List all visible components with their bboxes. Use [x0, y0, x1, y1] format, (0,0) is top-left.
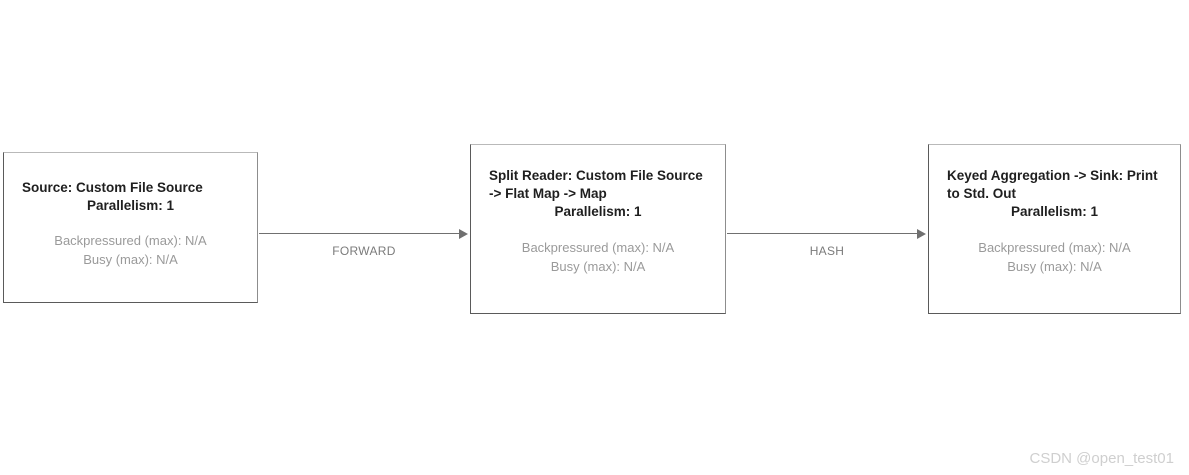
node-title: Split Reader: Custom File Source -> Flat…: [489, 168, 703, 201]
node-busy-metric: Busy (max): N/A: [1007, 259, 1102, 274]
node-parallelism: Parallelism: 1: [1010, 204, 1099, 219]
node-metrics: Backpressured (max): N/A Busy (max): N/A: [22, 231, 239, 269]
node-backpressured-metric: Backpressured (max): N/A: [54, 233, 207, 248]
node-title: Source: Custom File Source: [22, 180, 203, 195]
edge-line: [259, 233, 459, 234]
node-metrics: Backpressured (max): N/A Busy (max): N/A: [947, 238, 1162, 276]
node-busy-metric: Busy (max): N/A: [550, 259, 646, 274]
node-parallelism: Parallelism: 1: [554, 204, 642, 219]
edge-label: FORWARD: [332, 244, 396, 258]
node-content: Split Reader: Custom File Source -> Flat…: [489, 145, 707, 313]
node-parallelism: Parallelism: 1: [86, 198, 175, 213]
edge-label: HASH: [809, 244, 845, 258]
watermark: CSDN @open_test01: [1029, 450, 1174, 467]
node-content: Keyed Aggregation -> Sink: Print to Std.…: [947, 145, 1162, 313]
job-graph-node-keyed-aggregation[interactable]: Keyed Aggregation -> Sink: Print to Std.…: [928, 144, 1181, 314]
node-content: Source: Custom File Source Parallelism: …: [22, 153, 239, 302]
node-backpressured-metric: Backpressured (max): N/A: [521, 240, 675, 255]
node-title: Keyed Aggregation -> Sink: Print to Std.…: [947, 168, 1158, 201]
job-graph-node-source[interactable]: Source: Custom File Source Parallelism: …: [3, 152, 258, 303]
arrow-head-icon: [459, 229, 468, 239]
node-metrics: Backpressured (max): N/A Busy (max): N/A: [489, 238, 707, 276]
job-graph-node-split-reader[interactable]: Split Reader: Custom File Source -> Flat…: [470, 144, 726, 314]
edge-line: [727, 233, 917, 234]
arrow-head-icon: [917, 229, 926, 239]
node-busy-metric: Busy (max): N/A: [83, 252, 178, 267]
node-backpressured-metric: Backpressured (max): N/A: [978, 240, 1131, 255]
